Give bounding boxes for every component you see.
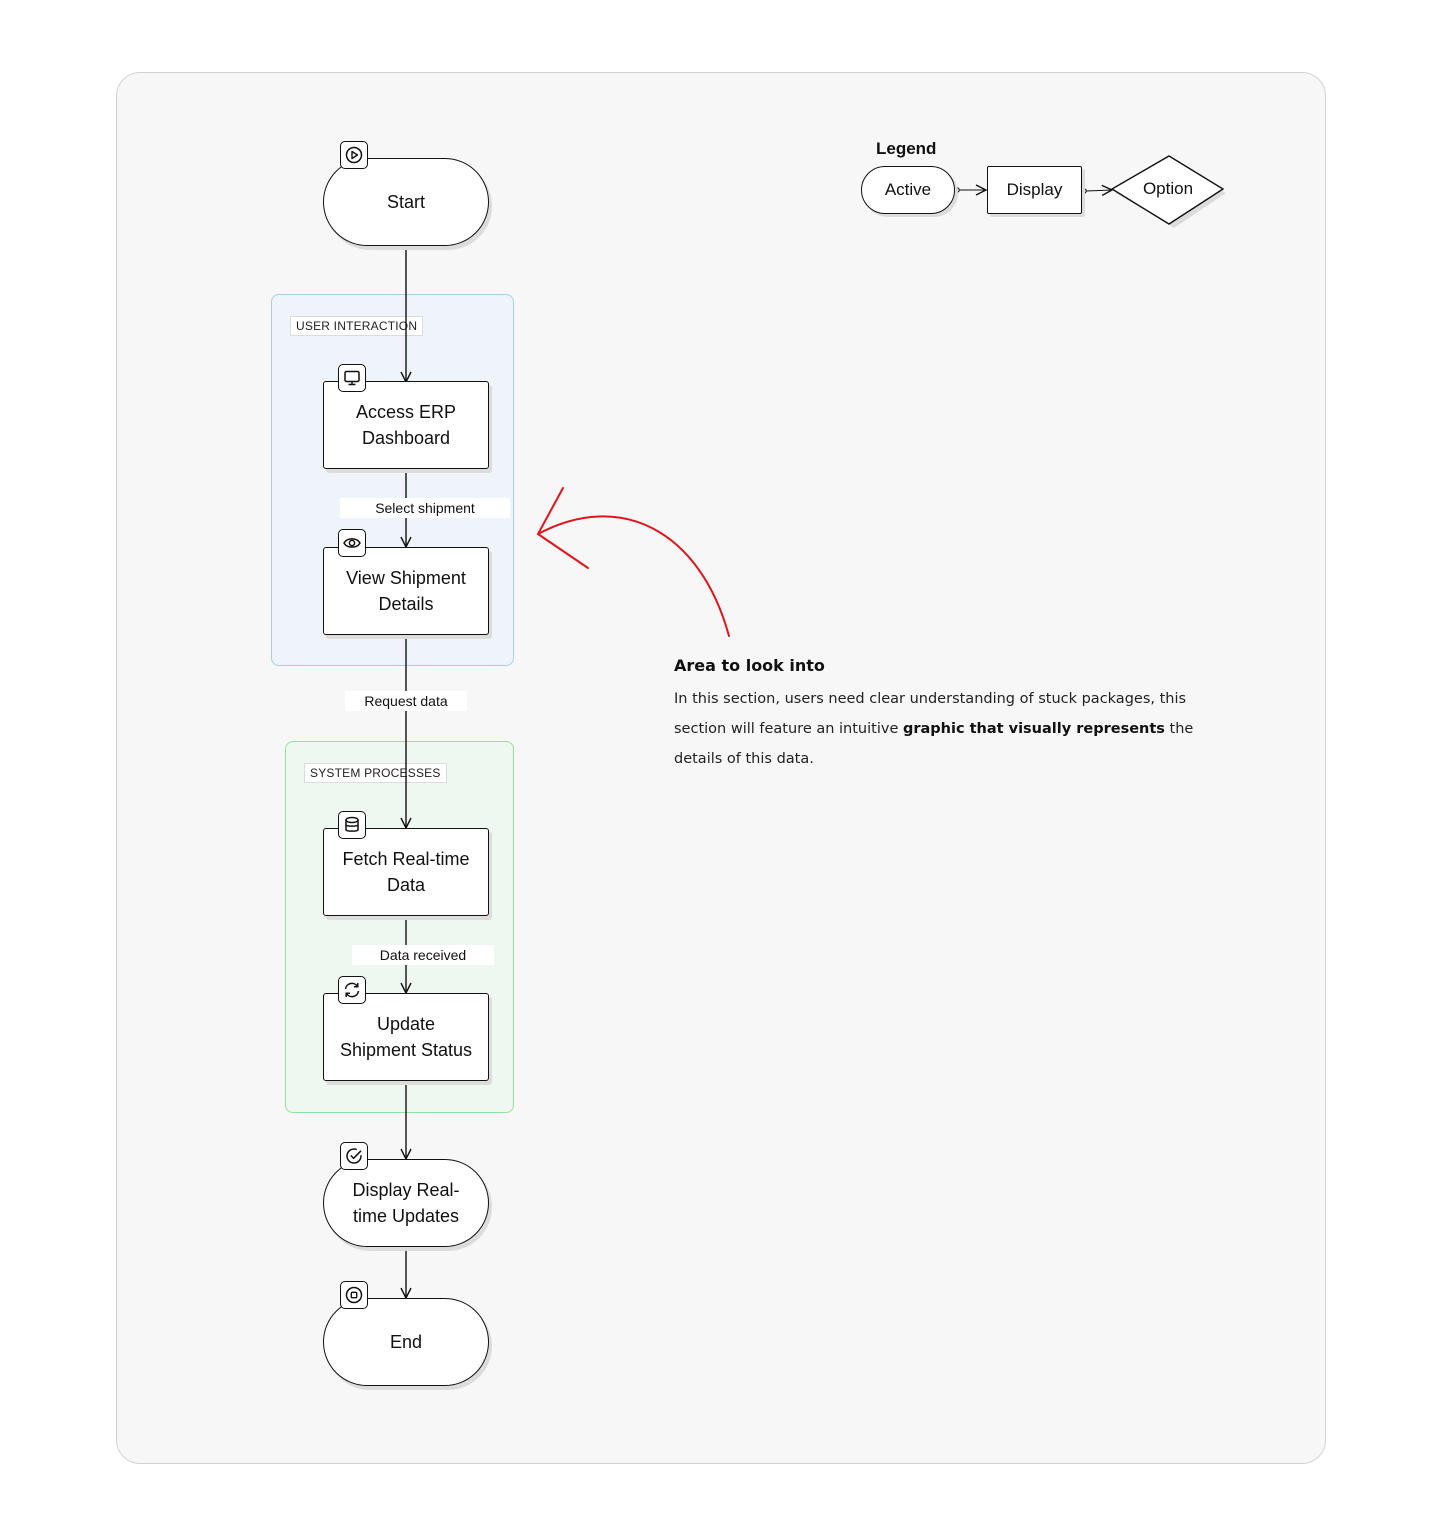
node-display-real-time-updates[interactable]: Display Real-time Updates [323, 1159, 489, 1247]
annotation-title: Area to look into [674, 656, 825, 675]
check-circle-icon [340, 1142, 368, 1170]
legend-edge-display-option [1085, 190, 1112, 191]
play-icon [340, 141, 368, 169]
annotation-arrow-head [536, 487, 589, 569]
legend-display-shape: Display [987, 166, 1082, 214]
monitor-icon [338, 364, 366, 392]
database-icon [338, 811, 366, 839]
legend-title: Legend [876, 139, 937, 158]
group-label-system-processes: SYSTEM PROCESSES [304, 763, 447, 783]
node-start[interactable]: Start [323, 158, 489, 246]
legend-option-label: Option [1142, 179, 1194, 198]
edge-label-request-data: Request data [345, 691, 467, 711]
stop-icon [340, 1281, 368, 1309]
legend-active-shape: Active [861, 166, 955, 214]
annotation-note: Area to look into In this section, users… [674, 654, 1214, 774]
node-end[interactable]: End [323, 1298, 489, 1386]
group-label-user-interaction: USER INTERACTION [290, 316, 424, 336]
edge-label-select-shipment: Select shipment [340, 498, 510, 518]
annotation-body: In this section, users need clear unders… [674, 691, 1194, 767]
refresh-icon [338, 976, 366, 1004]
annotation-arrow-curve [537, 515, 730, 637]
eye-icon [338, 529, 366, 557]
edge-label-data-received: Data received [352, 945, 494, 965]
